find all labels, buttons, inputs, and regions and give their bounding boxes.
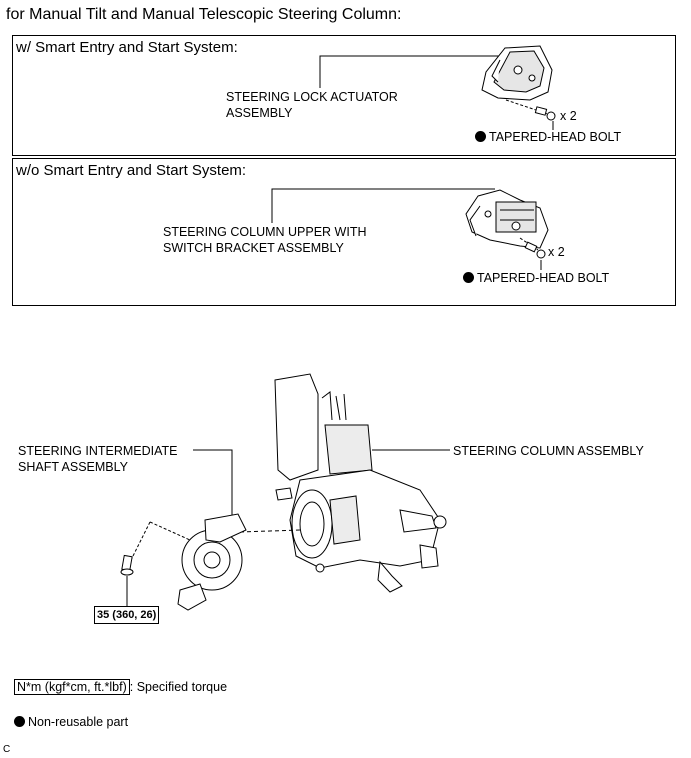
panel-no-smart-entry <box>12 158 676 306</box>
steering-column-upper-label: STEERING COLUMN UPPER WITH SWITCH BRACKE… <box>163 225 367 255</box>
footer-code: C <box>3 744 11 755</box>
torque-unit-box: N*m (kgf*cm, ft.*lbf) <box>14 679 130 695</box>
connector-dash-main <box>239 529 301 533</box>
panel2-bolt-label: TAPERED-HEAD BOLT <box>463 270 609 286</box>
bolt-dash-shaft <box>149 521 191 541</box>
nonreusable-dot-icon <box>475 131 486 142</box>
panel-smart-entry-header: w/ Smart Entry and Start System: <box>16 39 238 56</box>
bolt-drawing-p2 <box>524 241 546 259</box>
bolt-drawing-p1 <box>534 106 556 121</box>
panel2-qty: x 2 <box>548 245 565 259</box>
torque-value-box: 35 (360, 26) <box>94 606 160 624</box>
shaft-bolt-drawing <box>120 554 134 576</box>
leader-line-lock-actuator <box>319 55 500 88</box>
intermediate-shaft-label: STEERING INTERMEDIATE SHAFT ASSEMBLY <box>18 444 178 474</box>
torque-legend: N*m (kgf*cm, ft.*lbf): Specified torque <box>14 679 227 695</box>
steering-lock-actuator-drawing <box>481 45 553 101</box>
nonreusable-dot-icon <box>463 272 474 283</box>
steering-column-drawing <box>274 373 447 593</box>
panel-smart-entry <box>12 35 676 156</box>
steering-column-label: STEERING COLUMN ASSEMBLY <box>453 444 644 458</box>
column-upper-bracket-drawing <box>465 189 549 249</box>
leader-line-column-upper <box>271 188 495 223</box>
page-title: for Manual Tilt and Manual Telescopic St… <box>6 6 402 23</box>
nonreusable-dot-icon <box>14 716 25 727</box>
panel1-qty: x 2 <box>560 109 577 123</box>
bolt-dash-shaft-2 <box>129 521 151 563</box>
steering-lock-actuator-label: STEERING LOCK ACTUATOR ASSEMBLY <box>226 90 398 120</box>
panel-no-smart-entry-header: w/o Smart Entry and Start System: <box>16 162 247 179</box>
nonreusable-legend: Non-reusable part <box>14 714 128 730</box>
leader-intermediate-shaft <box>193 449 233 515</box>
panel1-bolt-label: TAPERED-HEAD BOLT <box>475 129 621 145</box>
intermediate-shaft-drawing <box>177 513 247 611</box>
